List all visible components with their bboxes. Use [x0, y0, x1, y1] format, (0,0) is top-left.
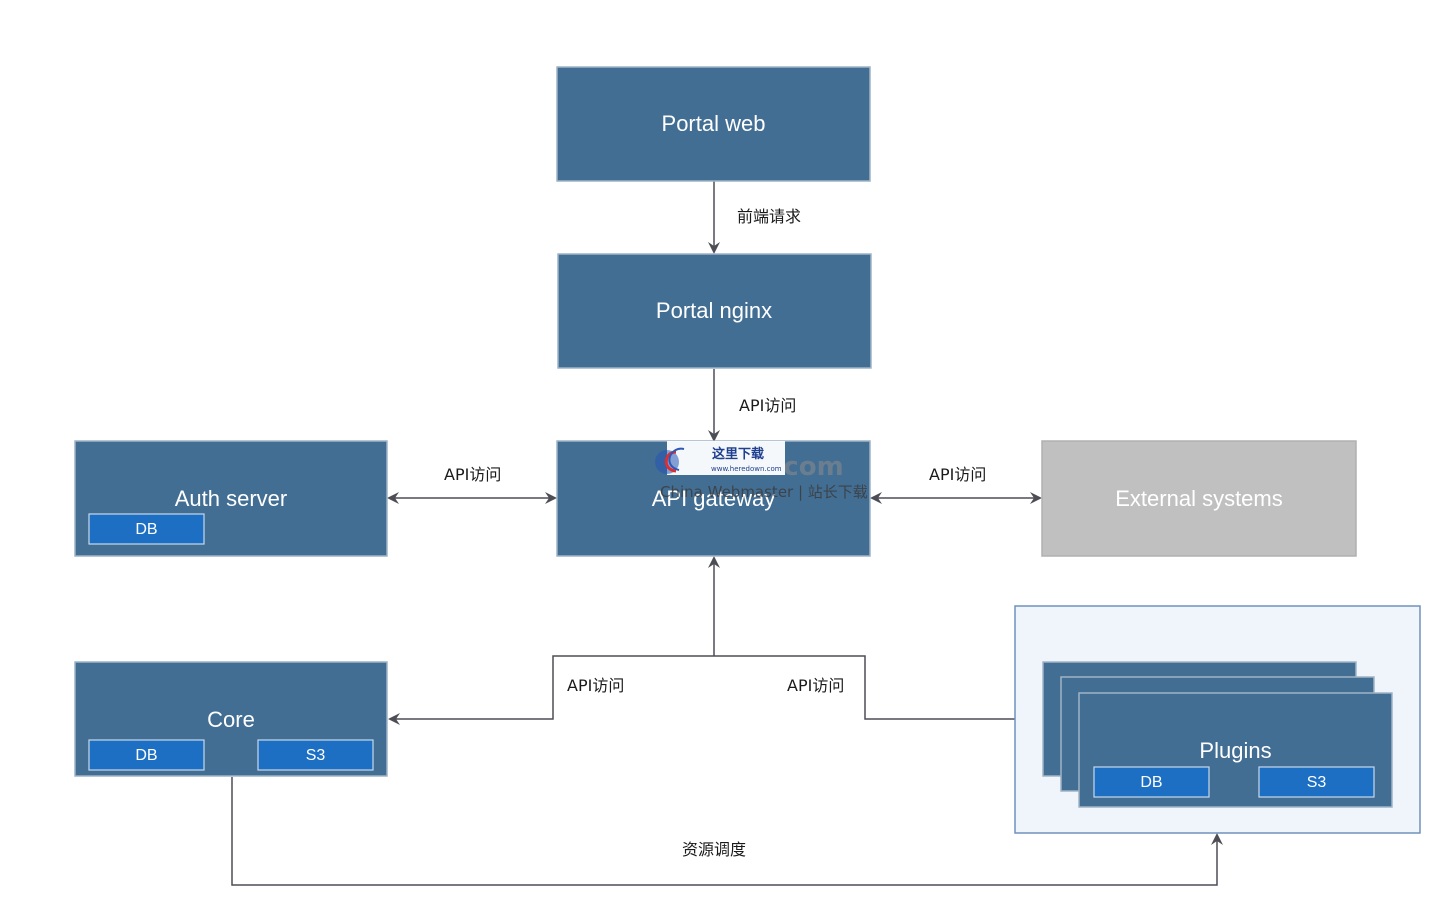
label-gateway-external: API访问 [929, 465, 986, 484]
node-auth-server-label: Auth server [175, 486, 288, 511]
edge-labels: 前端请求 API访问 API访问 API访问 API访问 API访问 资源调度 [444, 207, 986, 859]
node-plugins-label: Plugins [1199, 738, 1271, 763]
core-s3-badge: S3 [257, 739, 374, 771]
edge-hub-to-core [388, 655, 714, 725]
core-db-badge: DB [88, 739, 205, 771]
node-external-systems-label: External systems [1115, 486, 1283, 511]
plugins-db-label: DB [1140, 774, 1162, 791]
label-nginx-to-gateway: API访问 [739, 396, 796, 415]
watermark: c.com 这里下载 www.heredown.com China Webmas… [655, 441, 868, 501]
label-gateway-plugins: API访问 [787, 676, 844, 695]
node-portal-nginx[interactable]: Portal nginx [557, 253, 872, 369]
plugins-db-badge: DB [1093, 766, 1210, 798]
auth-db-badge: DB [88, 513, 205, 545]
edge-hub-to-plugins [714, 655, 1043, 725]
core-db-label: DB [135, 747, 157, 764]
watermark-badge [667, 441, 785, 475]
node-portal-nginx-label: Portal nginx [656, 298, 772, 323]
label-gateway-core: API访问 [567, 676, 624, 695]
label-web-to-nginx: 前端请求 [737, 207, 801, 226]
watermark-line: China Webmaster | 站长下载 [660, 483, 868, 501]
edge-core-to-plugins [231, 777, 1223, 886]
plugins-s3-label: S3 [1307, 774, 1327, 791]
label-auth-gateway: API访问 [444, 465, 501, 484]
plugins-s3-badge: S3 [1258, 766, 1375, 798]
node-portal-web-label: Portal web [662, 111, 766, 136]
node-auth-server[interactable]: Auth server DB [74, 440, 388, 557]
auth-db-label: DB [135, 521, 157, 538]
edges [231, 181, 1223, 886]
core-s3-label: S3 [306, 747, 326, 764]
watermark-url: www.heredown.com [711, 465, 782, 473]
node-plugins[interactable]: Plugins DB S3 [1042, 661, 1393, 808]
label-core-plugins: 资源调度 [682, 840, 746, 859]
watermark-logo-icon [655, 447, 685, 474]
watermark-cn-title: 这里下载 [712, 446, 764, 462]
node-external-systems[interactable]: External systems [1041, 440, 1357, 557]
node-core[interactable]: Core DB S3 [74, 661, 388, 777]
node-core-label: Core [207, 707, 255, 732]
node-portal-web[interactable]: Portal web [556, 66, 871, 182]
node-api-gateway-label: API gateway [652, 486, 776, 511]
